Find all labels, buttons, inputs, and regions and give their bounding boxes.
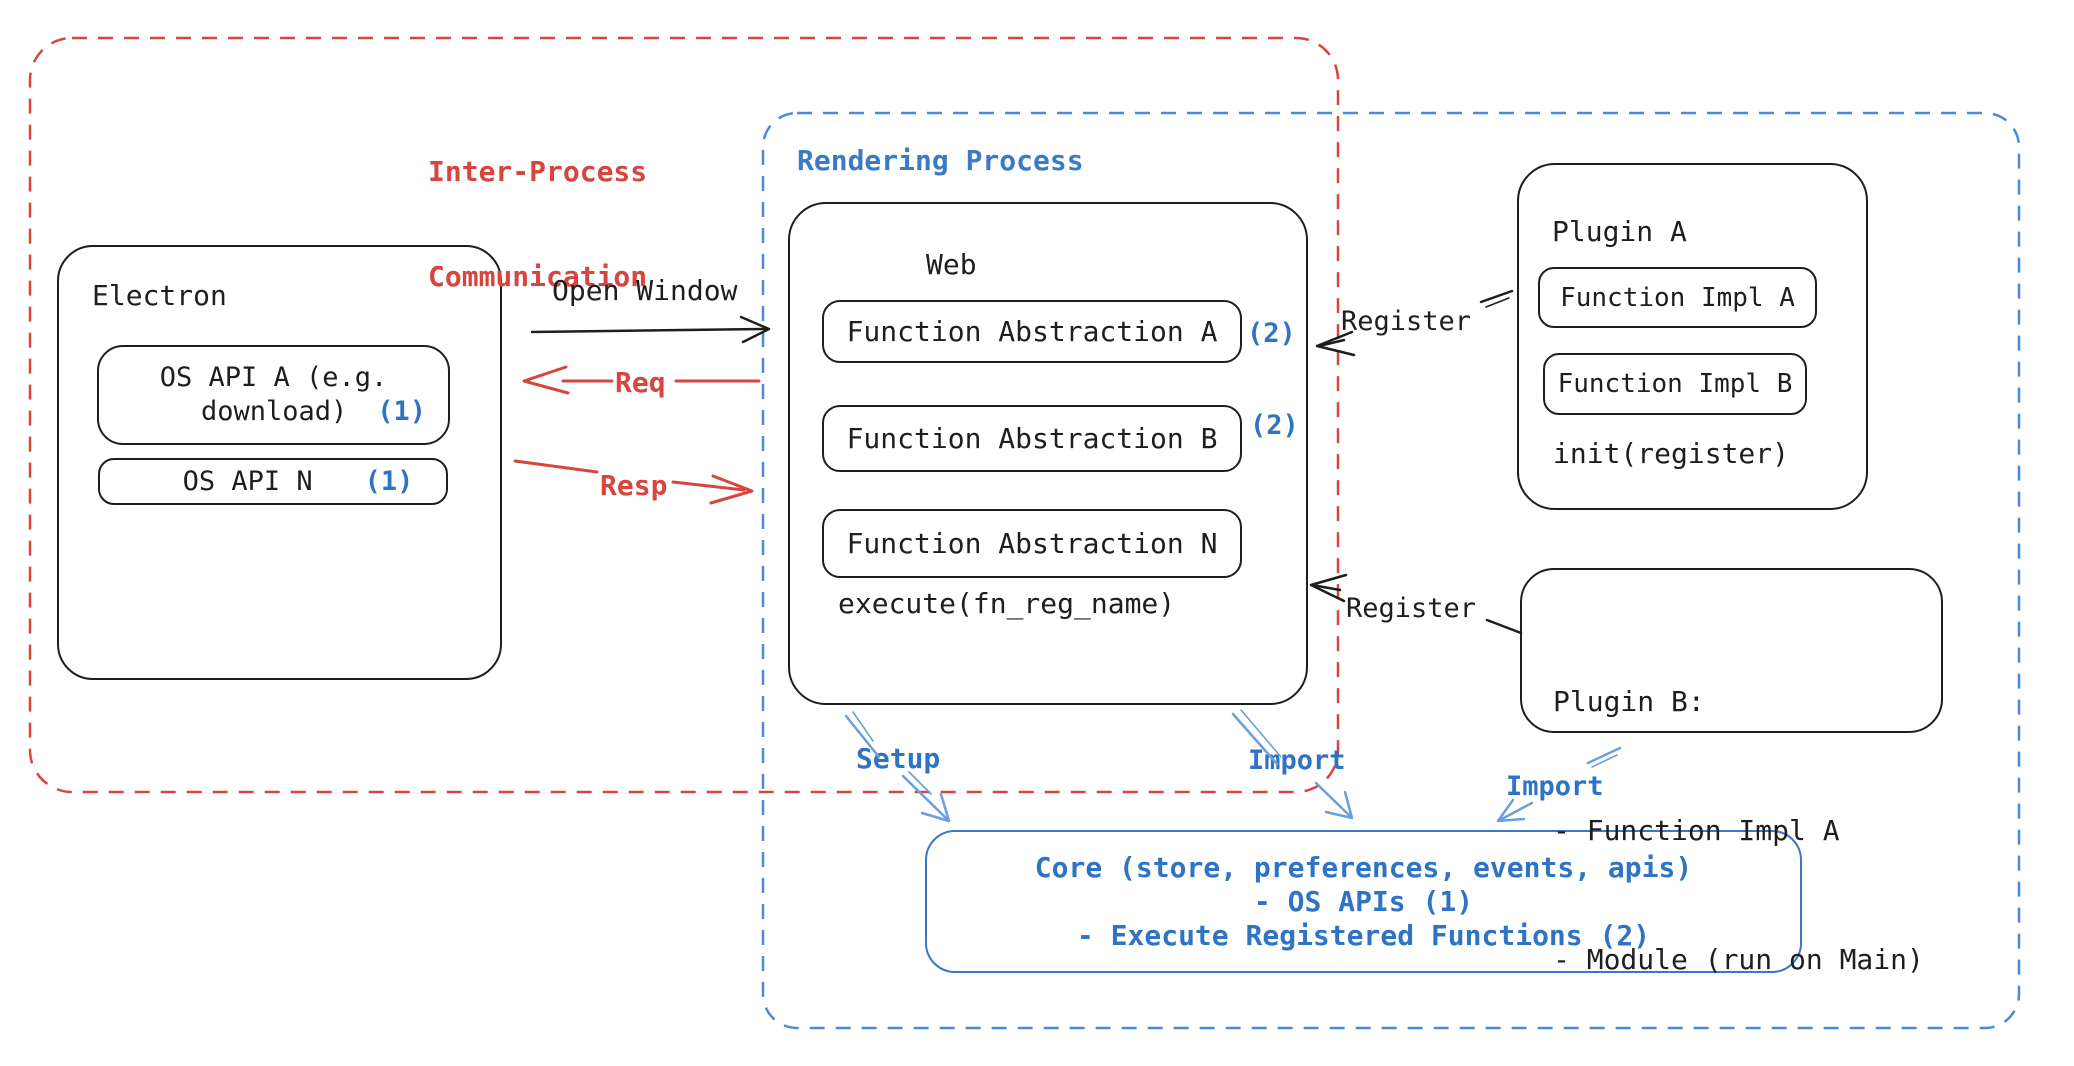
function-abstraction-a-box: Function Abstraction A (822, 300, 1242, 363)
resp-label: Resp (600, 469, 668, 502)
plugin-b-title: Plugin B: (1553, 685, 1705, 718)
open-window-label: Open Window (552, 274, 738, 307)
fa-a-marker: (2) (1247, 318, 1296, 349)
import-plugin-label: Import (1506, 771, 1604, 802)
os-api-a-line1: OS API A (e.g. (159, 362, 388, 393)
os-api-a-marker: (1) (377, 396, 427, 427)
register-a-label: Register (1341, 306, 1472, 337)
os-api-n-box: OS API N (1) (98, 458, 448, 505)
req-label: Req (615, 366, 666, 399)
function-impl-a-text: Function Impl A (1560, 282, 1795, 313)
function-abstraction-n-text: Function Abstraction N (846, 527, 1218, 560)
function-impl-b-box: Function Impl B (1543, 353, 1807, 415)
function-impl-a-box: Function Impl A (1538, 267, 1817, 328)
init-register-text: init(register) (1553, 437, 1790, 470)
setup-label: Setup (856, 742, 941, 775)
fa-b-marker: (2) (1250, 410, 1299, 441)
plugin-b-item2: - Module (run on Main) (1553, 943, 1924, 976)
os-api-n-text: OS API N (182, 466, 313, 497)
os-api-a-line2: download) (1) (201, 395, 426, 429)
plugin-b-content: Plugin B: - Function Impl A - Module (ru… (1553, 594, 1924, 1066)
web-title: Web (926, 248, 977, 281)
function-abstraction-n-box: Function Abstraction N (822, 509, 1242, 578)
electron-title: Electron (92, 279, 227, 312)
plugin-a-title: Plugin A (1552, 215, 1687, 248)
function-impl-b-text: Function Impl B (1557, 369, 1793, 399)
ipc-label-line1: Inter-Process (428, 155, 648, 188)
rendering-process-label: Rendering Process (797, 144, 1084, 177)
ipc-label: Inter-Process Communication (428, 84, 647, 364)
execute-text: execute(fn_reg_name) (838, 587, 1176, 620)
function-abstraction-b-text: Function Abstraction B (846, 422, 1218, 455)
plugin-b-item1: - Function Impl A (1553, 814, 1840, 847)
os-api-a-line2-text: download) (200, 396, 348, 427)
os-api-n-marker: (1) (364, 466, 414, 497)
register-b-label: Register (1346, 593, 1477, 624)
function-abstraction-a-text: Function Abstraction A (846, 315, 1218, 348)
function-abstraction-b-box: Function Abstraction B (822, 405, 1242, 472)
core-line2: - OS APIs (1) (1253, 884, 1474, 918)
import-web-label: Import (1248, 745, 1346, 776)
os-api-a-box: OS API A (e.g. download) (1) (97, 345, 450, 445)
